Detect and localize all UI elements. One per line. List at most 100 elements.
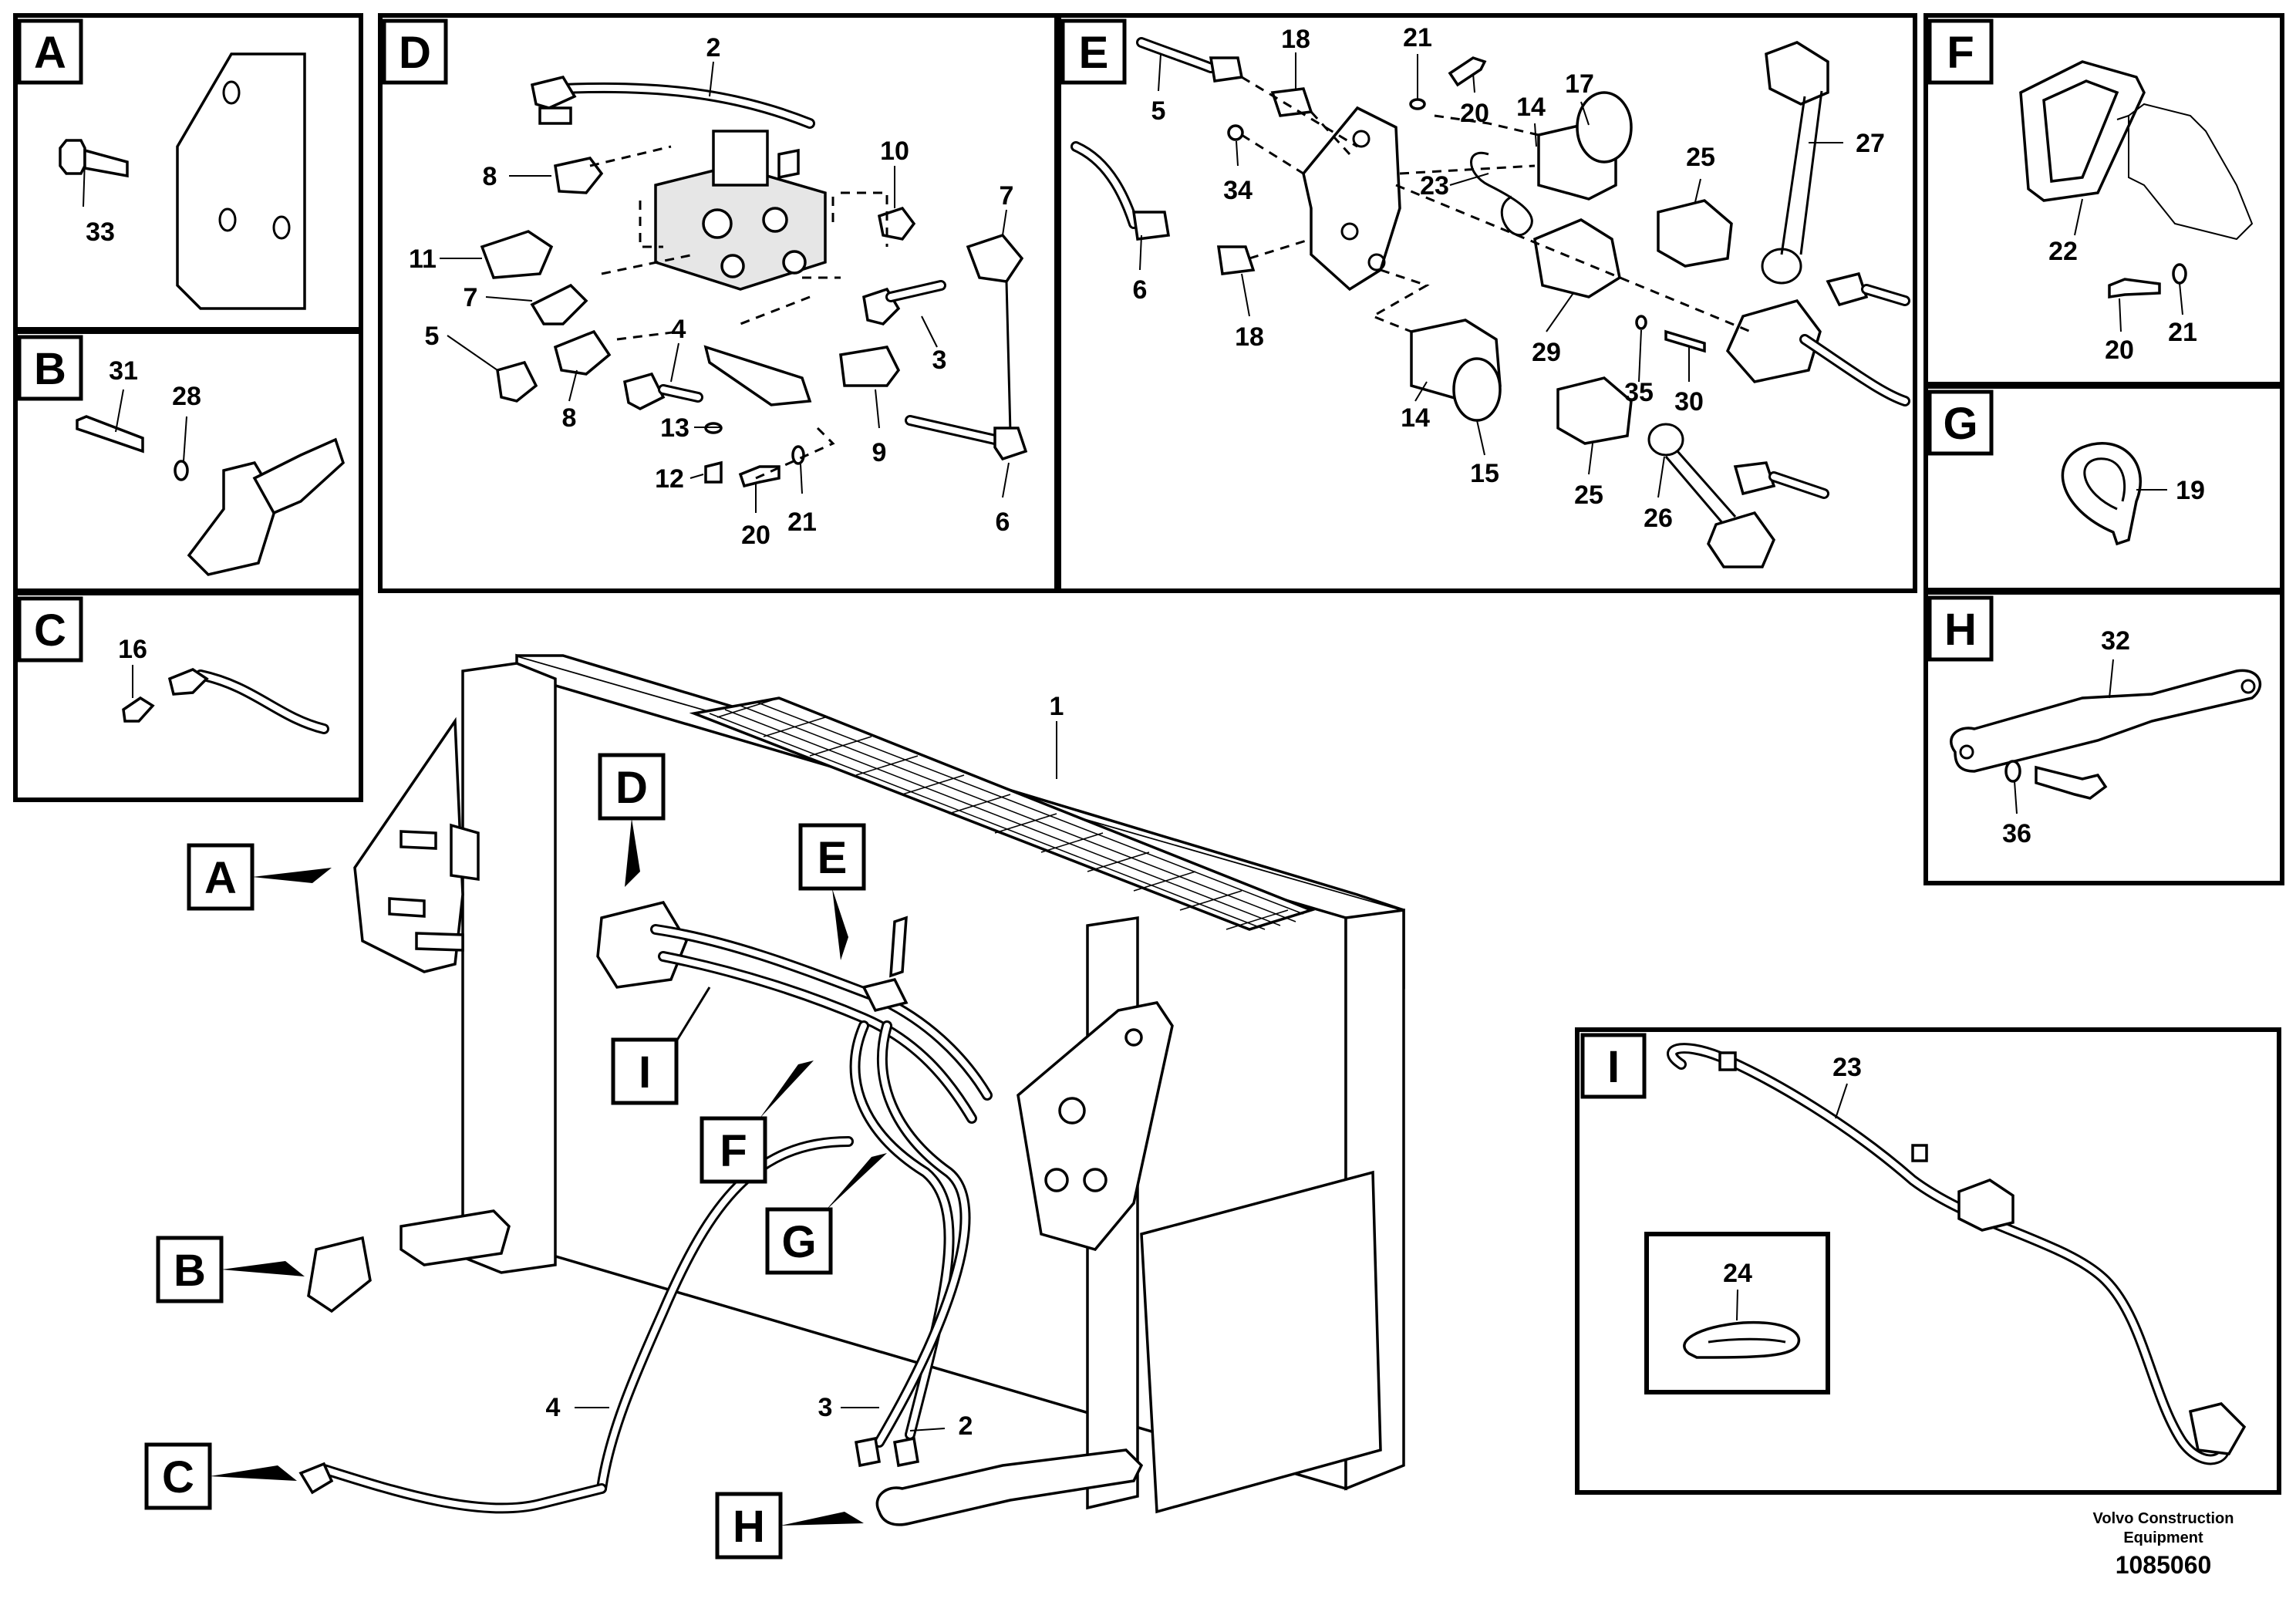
bracket-b-main: [400, 1209, 511, 1266]
fitting-5: [496, 360, 538, 403]
fitting-18-top: [1270, 87, 1313, 117]
bolt-h: [2035, 765, 2108, 800]
callout-e-13: 35: [1624, 378, 1654, 407]
bolt-20-f: [2108, 278, 2161, 299]
clamp-arm: [252, 437, 346, 515]
callout-d-6: 5: [425, 322, 440, 351]
panel-b: B 31 28: [13, 329, 363, 593]
dust-cap-26: [1707, 511, 1775, 568]
callout-h-1: 36: [2002, 819, 2031, 848]
callout-i-1: 24: [1723, 1259, 1752, 1288]
main-callout-2: 3: [818, 1393, 833, 1422]
panel-i-title: I: [1607, 1042, 1620, 1092]
callout-d-12: 12: [655, 464, 684, 494]
callout-f-2: 21: [2168, 318, 2197, 347]
arm-32: [1950, 669, 2261, 773]
panel-i-frame: [1575, 1027, 2281, 1495]
footer: Volvo Construction Equipment 1085060: [2093, 1510, 2234, 1579]
callout-d-5: 7: [464, 283, 478, 312]
panel-g: G 19: [1923, 384, 2284, 592]
callout-e-8: 23: [1420, 171, 1449, 201]
callout-d-9: 8: [562, 403, 577, 433]
cap-10: [877, 206, 916, 241]
main-tag-4: E: [818, 833, 848, 883]
tag-g-main: [765, 1207, 833, 1275]
panel-b-title: B: [34, 344, 66, 394]
callout-d-7: 4: [672, 315, 686, 344]
tag-d-main: [598, 753, 666, 821]
left-post: [461, 662, 557, 1274]
callout-e-7: 34: [1223, 176, 1253, 205]
callout-d-8: 3: [932, 346, 947, 375]
arm-h-main: [875, 1448, 1144, 1526]
panel-c: C 16: [13, 591, 363, 802]
washer-21: [1409, 98, 1426, 110]
panel-i-tag: [1580, 1033, 1647, 1099]
bolt-20: [1448, 56, 1487, 87]
panel-a: A 33: [13, 13, 363, 332]
main-tag-3: D: [615, 763, 648, 813]
washer-28: [174, 460, 189, 481]
fitting-7-right: [966, 233, 1024, 283]
main-tag-8: H: [733, 1502, 765, 1552]
panel-h-frame: [1923, 590, 2284, 885]
panel-d-title: D: [399, 28, 431, 78]
callout-d-13: 20: [741, 521, 770, 550]
bolt-33-head: [59, 139, 86, 175]
panel-h: H 32 36: [1923, 590, 2284, 885]
main-tag-6: F: [720, 1126, 747, 1176]
main-tag-5: I: [639, 1047, 651, 1098]
callout-e-18: 26: [1644, 504, 1673, 533]
callout-d-11: 9: [872, 438, 887, 467]
bracket-outline: [2128, 103, 2254, 241]
panel-g-title: G: [1943, 399, 1977, 449]
callout-e-1: 21: [1403, 23, 1432, 52]
panel-d-tag: [382, 19, 448, 85]
main-tag-0: A: [204, 853, 237, 903]
main-callout-0: 1: [1050, 692, 1064, 721]
coupling-25-top: [1657, 199, 1733, 268]
main-assembly: A B C D E I F G H 1 4 3 2: [144, 653, 1405, 1560]
callout-e-10: 6: [1133, 275, 1148, 305]
tag-h-main: [715, 1492, 783, 1560]
main-callout-1: 4: [546, 1393, 561, 1422]
callout-d-10: 13: [660, 413, 689, 443]
callout-e-14: 30: [1674, 387, 1704, 416]
valve-cluster: [596, 900, 688, 989]
inset-24-frame: [1644, 1232, 1830, 1394]
panel-a-title: A: [34, 28, 66, 78]
panel-c-frame: [13, 591, 363, 802]
tee-9: [839, 346, 901, 387]
panel-f: F 22 20 21: [1923, 13, 2284, 386]
callout-d-4: 11: [409, 244, 437, 274]
nut-29: [1533, 218, 1621, 298]
callout-e-15: 14: [1401, 403, 1430, 433]
ring-17: [1576, 91, 1633, 164]
callout-d-14: 21: [787, 508, 817, 537]
fitting-11: [480, 230, 554, 279]
washer-36: [2004, 760, 2021, 783]
callout-d-3: 7: [1000, 181, 1014, 211]
panel-e: E: [1057, 13, 1917, 593]
panel-e-tag: [1060, 19, 1127, 85]
callout-e-17: 25: [1574, 481, 1603, 510]
callout-a-0: 33: [86, 218, 115, 247]
main-tag-2: C: [162, 1452, 194, 1502]
callout-e-4: 14: [1516, 93, 1546, 122]
callout-b-1: 28: [172, 382, 201, 411]
panel-h-title: H: [1944, 605, 1977, 655]
clamp-i: [1957, 1179, 2014, 1232]
elbow-fitting: [167, 668, 209, 696]
panel-g-tag: [1927, 389, 1994, 456]
bracket: [703, 345, 812, 406]
elbow-top: [530, 75, 577, 110]
panel-i: I 23 24: [1575, 1027, 2281, 1495]
callout-d-2: 10: [880, 137, 909, 166]
callout-e-12: 29: [1532, 338, 1561, 367]
bracket-plate: [176, 52, 306, 310]
main-callout-3: 2: [959, 1411, 973, 1441]
fitting-8-top: [554, 157, 604, 194]
main-tag-1: B: [174, 1246, 206, 1296]
clamp-block: [187, 460, 279, 576]
bolt-31: [76, 415, 144, 454]
